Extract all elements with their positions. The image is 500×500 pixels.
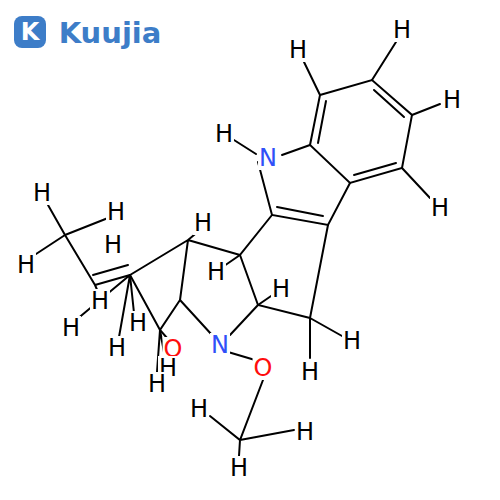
atom-label: H — [32, 181, 52, 205]
atom-label: H — [229, 456, 249, 480]
atom-label: O — [253, 356, 274, 380]
atom-label: H — [106, 200, 126, 224]
atom-label: H — [442, 88, 462, 112]
atom-label: H — [103, 233, 123, 257]
watermark-text: Kuujia — [58, 19, 163, 48]
atom-label: H — [214, 122, 234, 146]
atom-label: H — [300, 360, 320, 384]
atom-label: H — [147, 372, 167, 396]
atom-label: H — [90, 289, 110, 313]
atom-label: H — [430, 196, 450, 220]
logo-letter: K — [20, 20, 41, 44]
atom-label: H — [61, 316, 81, 340]
atom-label: H — [271, 277, 291, 301]
atom-label: H — [288, 38, 308, 62]
bonds — [33, 42, 440, 456]
logo-badge — [14, 16, 46, 48]
atom-label: N — [258, 146, 278, 170]
atom-label: H — [295, 420, 315, 444]
atom-label: H — [128, 311, 148, 335]
atom-label: H — [189, 397, 209, 421]
atom-label: H — [193, 211, 213, 235]
atom-label: H — [206, 260, 226, 284]
atom-label: H — [392, 18, 412, 42]
atom-label: H — [16, 253, 36, 277]
atom-label: N — [210, 333, 230, 357]
atom-label: H — [107, 336, 127, 360]
atom-label: H — [342, 329, 362, 353]
